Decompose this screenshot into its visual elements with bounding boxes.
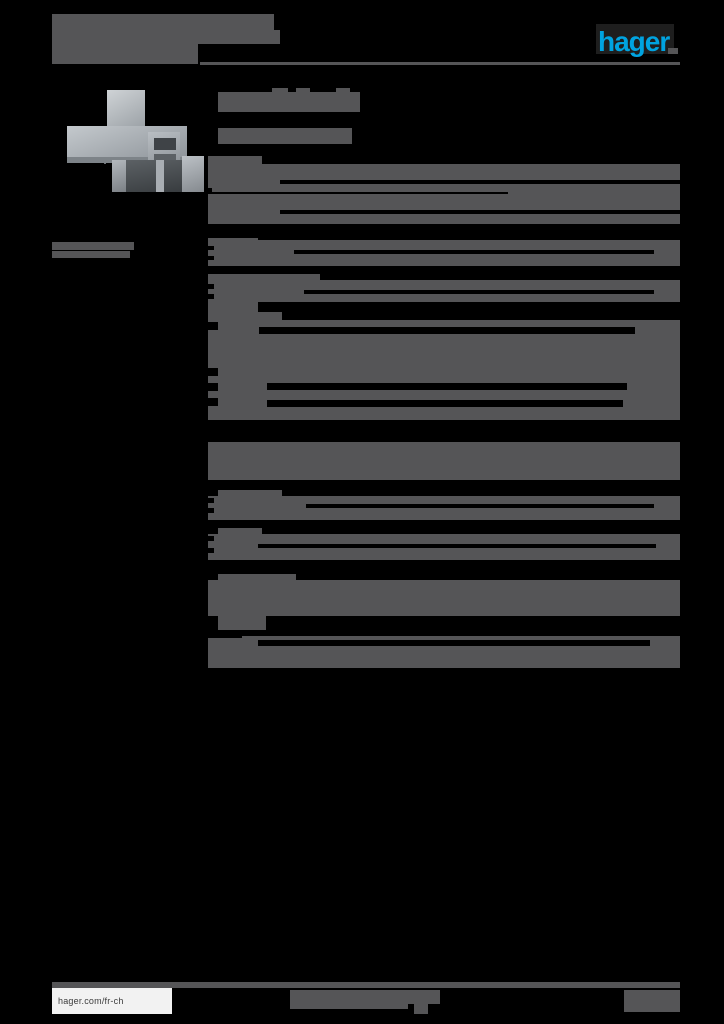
document-subtitle (52, 44, 198, 64)
sidebar-caption-line-1 (52, 242, 134, 250)
row-leader-dots (304, 290, 654, 294)
row-gap (208, 508, 214, 513)
row-leader-dots (259, 327, 635, 334)
row-gap (208, 368, 218, 376)
row-gap (208, 398, 218, 406)
row-gap (208, 548, 214, 553)
section-header-e (218, 490, 282, 498)
row-gap (208, 536, 214, 541)
product-part-riser-face (154, 154, 176, 164)
row-leader-dots (258, 302, 680, 312)
footer-divider (52, 982, 680, 988)
row-gap (208, 430, 218, 438)
product-image (52, 88, 204, 193)
row-gap (208, 284, 214, 289)
row-leader-dots (258, 640, 650, 646)
row-leader-dots (267, 383, 627, 390)
header-divider (200, 62, 680, 65)
main-heading-ascender-2 (296, 88, 310, 94)
row-label (214, 194, 314, 202)
row-leader-dots (267, 400, 623, 407)
logo-backdrop (596, 24, 674, 54)
section-header-f (218, 528, 262, 536)
section-header-a (208, 156, 262, 164)
row-gap (208, 322, 218, 330)
product-part-stem (107, 90, 145, 128)
row-leader-dots (258, 544, 656, 548)
page-title (218, 92, 360, 112)
footer-page-number (624, 990, 680, 1012)
document-title-ascender-1 (210, 18, 232, 26)
sidebar-caption-line-2 (52, 251, 130, 258)
table-row (208, 496, 680, 520)
row-gap (208, 188, 212, 194)
row-leader-dots (294, 250, 654, 254)
section-header-g (218, 574, 296, 582)
row-gap (208, 246, 214, 250)
row-underline (208, 192, 508, 194)
product-part-riser-slot (154, 138, 176, 150)
document-title-line-2 (52, 30, 280, 44)
row-gap (208, 630, 680, 636)
main-heading-ascender-1 (272, 88, 288, 94)
product-part-body-left (112, 160, 126, 192)
page-header: hager (0, 0, 724, 78)
row-leader-dots (306, 504, 654, 508)
page-subtitle (218, 128, 352, 144)
row-leader-dots (280, 180, 680, 184)
hager-logo: hager (598, 26, 670, 57)
row-leader-dots (280, 210, 680, 214)
document-title-line-1 (52, 14, 274, 30)
document-title-ascender-2 (246, 14, 262, 24)
footer-center-descender (414, 1004, 428, 1014)
logo-underline (668, 48, 678, 54)
table-row-group (208, 580, 680, 616)
section-header-c (208, 274, 320, 282)
product-part-body-mid (156, 160, 164, 192)
footer-page-number-notch (0, 0, 14, 6)
footer-center-text (290, 990, 440, 1004)
row-leader-dots (259, 434, 680, 442)
row-gap (208, 256, 214, 260)
product-part-body-right (182, 156, 204, 192)
main-heading-ascender-3 (336, 88, 350, 94)
footer-center-subtext (290, 1001, 408, 1009)
row-gap (208, 498, 214, 503)
row-gap (208, 294, 214, 299)
row-leader-dots (282, 312, 680, 320)
footer-url[interactable]: hager.com/fr-ch (52, 988, 172, 1014)
row-label (218, 616, 266, 630)
row-sublabel (232, 302, 256, 312)
row-gap (208, 383, 218, 391)
table-row-group (208, 442, 680, 480)
row-gap (208, 634, 242, 638)
